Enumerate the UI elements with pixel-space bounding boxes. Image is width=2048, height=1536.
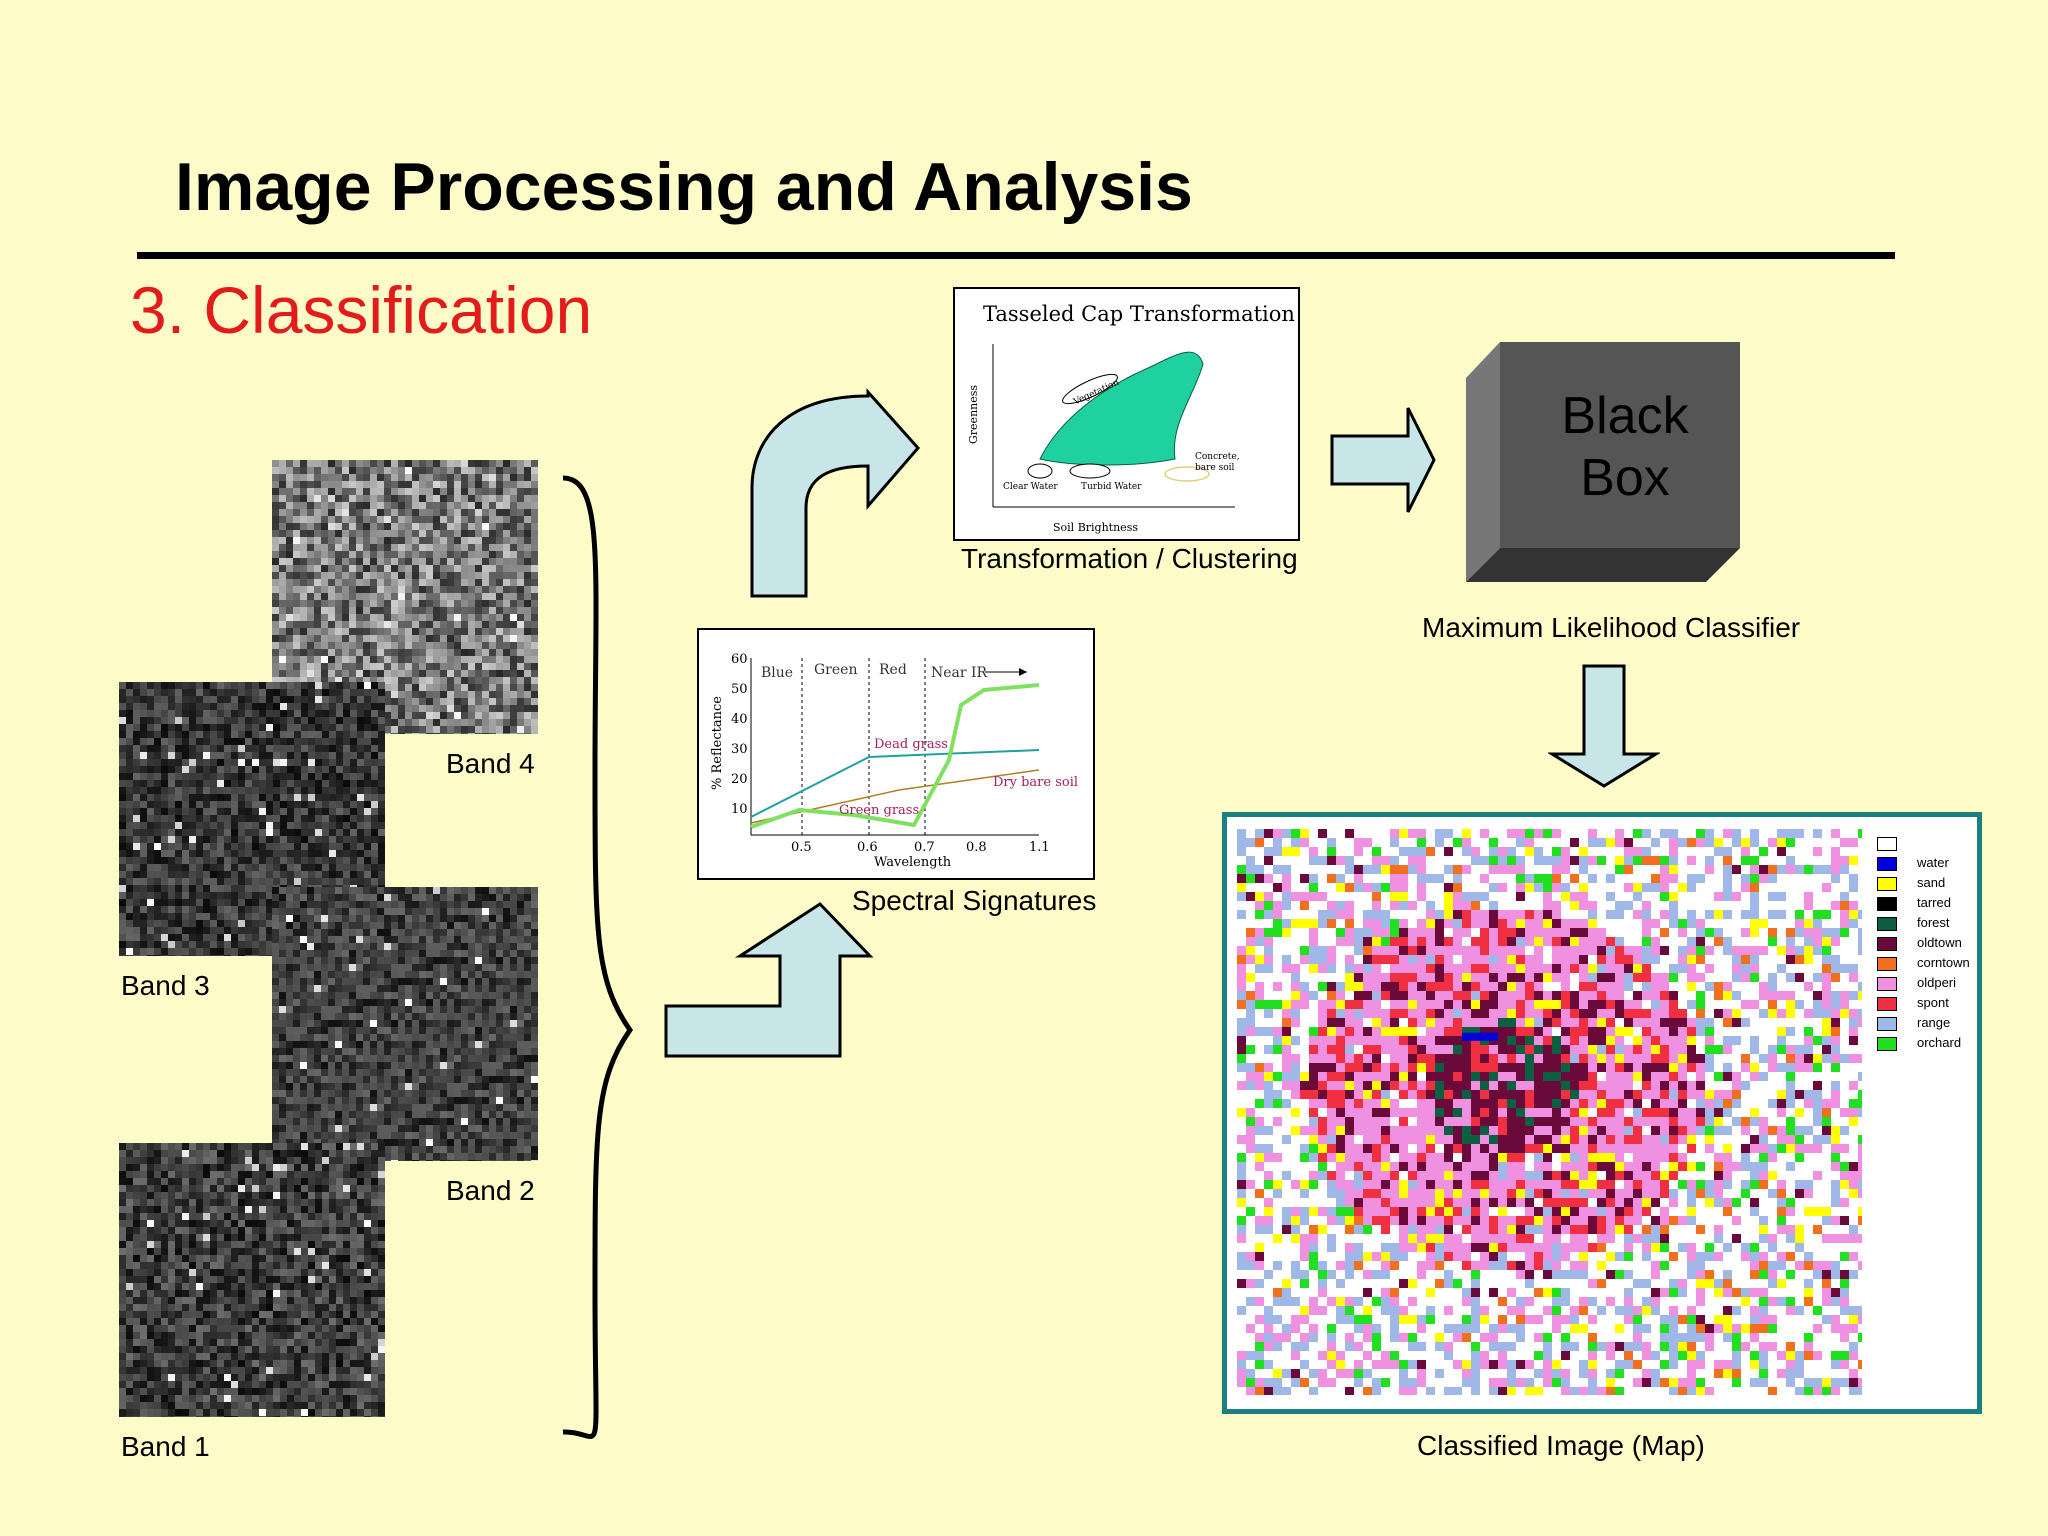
classified-caption: Classified Image (Map) xyxy=(1417,1430,1705,1461)
soil-brightness-axis: Soil Brightness xyxy=(1053,521,1138,534)
band-3-image xyxy=(119,682,385,956)
legend-swatch xyxy=(1877,877,1897,891)
y-tick-10: 10 xyxy=(731,802,748,817)
band-4-image xyxy=(272,460,538,734)
legend-swatch xyxy=(1877,937,1897,951)
region-near-ir: Near IR xyxy=(931,665,988,681)
spectral-caption: Spectral Signatures xyxy=(852,885,1097,916)
classified-map-frame: water sand tarred forest oldtown corntown oldp… xyxy=(1222,812,1982,1414)
slide-title: Image Processing and Analysis xyxy=(175,149,1193,225)
y-tick-50: 50 xyxy=(731,682,748,697)
legend-label: corntown xyxy=(1917,955,1970,970)
dry-bare-soil-label: Dry bare soil xyxy=(993,775,1078,790)
spectral-y-axis: % Reflectance xyxy=(710,696,725,790)
x-tick-11: 1.1 xyxy=(1029,840,1050,855)
region-red: Red xyxy=(879,662,907,678)
y-tick-30: 30 xyxy=(731,742,748,757)
black-box xyxy=(1466,342,1740,582)
legend-label: forest xyxy=(1917,915,1950,930)
map-legend: water sand tarred forest oldtown corntown oldp… xyxy=(1877,837,1977,1077)
x-tick-07: 0.7 xyxy=(914,840,935,855)
band-1-image xyxy=(119,1143,385,1417)
arrow-to-tasseled xyxy=(750,388,920,598)
legend-swatch xyxy=(1877,917,1897,931)
legend-swatch xyxy=(1877,857,1897,871)
band-4-label: Band 4 xyxy=(446,748,535,779)
green-grass-label: Green grass xyxy=(839,803,919,818)
legend-swatch xyxy=(1877,977,1897,991)
legend-label: tarred xyxy=(1917,895,1951,910)
x-tick-08: 0.8 xyxy=(966,840,987,855)
tasseled-title: Tasseled Cap Transformation xyxy=(983,302,1295,326)
dead-grass-curve xyxy=(750,749,1040,818)
x-tick-05: 0.5 xyxy=(791,840,812,855)
region-green: Green xyxy=(814,662,857,678)
black-box-caption: Maximum Likelihood Classifier xyxy=(1422,612,1801,643)
section-heading: 3. Classification xyxy=(130,273,593,347)
tasseled-chart: Tasseled Cap Transformation Greenness So… xyxy=(967,302,1295,534)
tasseled-caption: Transformation / Clustering xyxy=(961,543,1298,574)
legend-label: orchard xyxy=(1917,1035,1962,1050)
arrow-to-spectral xyxy=(664,902,874,1058)
arrow-to-black-box xyxy=(1330,407,1436,513)
classified-map-image xyxy=(1237,829,1862,1395)
dead-grass-label: Dead grass xyxy=(874,737,948,752)
greenness-axis: Greenness xyxy=(967,385,980,444)
green-grass-curve xyxy=(750,683,1040,829)
legend-swatch xyxy=(1877,897,1897,911)
legend-swatch xyxy=(1877,1017,1897,1031)
y-tick-40: 40 xyxy=(731,712,748,727)
concrete-label: Concrete, xyxy=(1195,452,1240,462)
spectral-x-axis: Wavelength xyxy=(874,855,952,870)
legend-label: water xyxy=(1917,855,1949,870)
black-box-line-2: Box xyxy=(1580,449,1670,507)
vegetation-region xyxy=(1039,351,1204,466)
legend-label: sand xyxy=(1917,875,1946,890)
legend-swatch xyxy=(1877,997,1897,1011)
legend-label: oldtown xyxy=(1917,935,1962,950)
spectral-signatures-panel: 60 50 40 30 20 10 0.5 0.6 0.7 0.8 1.1 % … xyxy=(697,628,1095,880)
region-blue: Blue xyxy=(761,665,793,681)
black-box-text: Black Box xyxy=(1505,385,1745,509)
band-3-label: Band 3 xyxy=(121,970,210,1001)
arrow-to-map xyxy=(1548,664,1660,788)
band-grouping-brace xyxy=(562,475,634,1439)
legend-swatch xyxy=(1877,1037,1897,1051)
legend-label: range xyxy=(1917,1015,1951,1030)
legend-swatch xyxy=(1877,957,1897,971)
tasseled-cap-panel: Tasseled Cap Transformation Greenness So… xyxy=(953,287,1300,541)
spectral-chart: 60 50 40 30 20 10 0.5 0.6 0.7 0.8 1.1 % … xyxy=(710,652,1078,870)
black-box-line-1: Black xyxy=(1561,387,1689,445)
y-tick-20: 20 xyxy=(731,772,748,787)
legend-label: oldperi xyxy=(1917,975,1957,990)
bare-soil-label: bare soil xyxy=(1195,463,1235,473)
band-2-label: Band 2 xyxy=(446,1175,535,1206)
legend-label: spont xyxy=(1917,995,1949,1010)
band-2-image xyxy=(272,887,538,1161)
y-tick-60: 60 xyxy=(731,652,748,667)
legend-swatch xyxy=(1877,837,1897,851)
title-rule xyxy=(137,252,1895,259)
turbid-water-label: Turbid Water xyxy=(1081,482,1142,492)
clear-water-label: Clear Water xyxy=(1003,482,1058,492)
band-1-label: Band 1 xyxy=(121,1431,210,1462)
x-tick-06: 0.6 xyxy=(857,840,878,855)
